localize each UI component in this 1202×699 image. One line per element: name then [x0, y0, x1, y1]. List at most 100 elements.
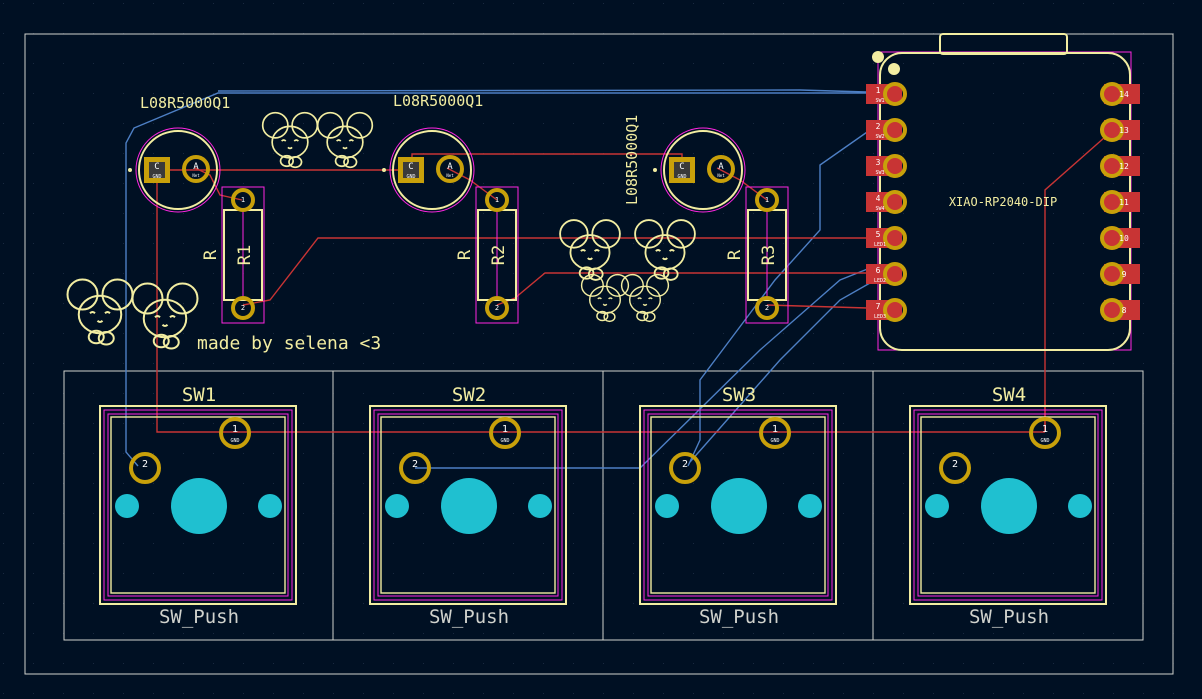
switch-left-hole [385, 494, 409, 518]
mcu-pin-num: 4 [876, 194, 881, 203]
switch-center-hole [441, 478, 497, 534]
switch-pad-1 [1029, 417, 1061, 449]
led-cathode-label: C [679, 162, 684, 172]
mcu-pin-12: 12 [1100, 154, 1140, 178]
mcu-pin-net: SW4 [875, 206, 884, 212]
led-courtyard [660, 127, 746, 213]
mcu-th-pad [883, 262, 907, 286]
switch-pad-1 [219, 417, 251, 449]
switch-right-hole [1068, 494, 1092, 518]
led-outline [138, 130, 218, 210]
led-outline [392, 130, 472, 210]
mcu-pin-num: 8 [1122, 306, 1127, 315]
resistor-pad-2 [231, 296, 255, 320]
mcu-pin1-marker-2 [888, 63, 900, 75]
switch-right-hole [258, 494, 282, 518]
led-ref: L08R5000Q1 [140, 94, 230, 112]
mcu-pin-num: 14 [1119, 90, 1129, 99]
switch-value: SW_Push [159, 606, 239, 628]
resistor-courtyard [475, 186, 519, 324]
led-cathode-label: C [408, 162, 413, 172]
resistor-value: R [201, 249, 221, 260]
resistor-pad-2 [755, 296, 779, 320]
switch-inner-outline [110, 416, 286, 594]
mcu-pin-10: 10 [1100, 226, 1140, 250]
resistor-pad-1-num: 1 [241, 196, 245, 204]
led-anode-label: A [193, 162, 199, 172]
resistor-pad-1-num: 1 [495, 196, 499, 204]
mcu-pin-14: 14 [1100, 82, 1140, 106]
led-cathode-net: GND [406, 174, 415, 180]
mcu-pin-9: 9 [1100, 262, 1140, 286]
mcu-th-pad [883, 298, 907, 322]
mcu-pin-net: SW1 [875, 98, 884, 104]
mcu-th-pad [1100, 82, 1124, 106]
switch-pad-1-net: GND [500, 438, 509, 444]
led-anode-net: Net [717, 173, 725, 178]
led-polarity-dot [382, 168, 386, 172]
switch-pad-2 [939, 452, 971, 484]
switch-pad-1 [759, 417, 791, 449]
led-cathode-net: GND [152, 174, 161, 180]
mcu-usb-connector [939, 33, 1068, 55]
switch-outline [909, 405, 1107, 605]
mcu-right-pins: 14 13 12 11 10 9 8 [1100, 82, 1140, 322]
led-anode-label: A [718, 162, 724, 172]
switch-ref: SW1 [182, 384, 216, 406]
switch-courtyard-inner [107, 413, 289, 597]
back-copper-traces [125, 89, 871, 469]
switch-pad-1-num: 1 [232, 424, 238, 435]
mcu-pin-11: 11 [1100, 190, 1140, 214]
mcu-th-pad [883, 190, 907, 214]
switch-value: SW_Push [699, 606, 779, 628]
mcu-pin-net: SW3 [875, 170, 884, 176]
switch-pad-2-num: 2 [412, 459, 418, 470]
led-courtyard [389, 127, 475, 213]
switch-center-hole [711, 478, 767, 534]
switch-courtyard-inner [647, 413, 829, 597]
resistor-value: R [455, 249, 475, 260]
mcu-th-pad [1100, 226, 1124, 250]
switch-pad-2-num: 2 [682, 459, 688, 470]
switch-left-hole [115, 494, 139, 518]
led-courtyard [135, 127, 221, 213]
mcu-pin-num: 7 [876, 302, 881, 311]
resistor-pad-1 [485, 188, 509, 212]
mcu-pin-num: 10 [1119, 234, 1129, 243]
mcu-th-pad [1100, 262, 1124, 286]
switch-group: 1GND2SW1SW_Push1GND2SW2SW_Push1GND2SW3SW… [99, 384, 1107, 628]
resistor-pad-1 [231, 188, 255, 212]
resistor-ref: R1 [235, 245, 255, 265]
switch-center-hole [981, 478, 1037, 534]
switch-pad-1-net: GND [1040, 438, 1049, 444]
mcu-th-pad [1100, 154, 1124, 178]
mcu-pin-13: 13 [1100, 118, 1140, 142]
switch-courtyard-outer [643, 409, 833, 601]
led-cathode-hole [403, 162, 419, 178]
switch-pad-1-num: 1 [772, 424, 778, 435]
switch-pad-1-num: 1 [502, 424, 508, 435]
switch-value: SW_Push [969, 606, 1049, 628]
mcu-pin-num: 1 [876, 86, 881, 95]
resistor-pad-1-num: 1 [765, 196, 769, 204]
credit-text: made by selena <3 [197, 333, 381, 354]
board-edge [24, 33, 1174, 675]
mcu-th-pad [883, 82, 907, 106]
switch-pad-2-num: 2 [952, 459, 958, 470]
led-anode-label: A [447, 162, 453, 172]
switch-ref: SW4 [992, 384, 1026, 406]
switch-pad-1 [489, 417, 521, 449]
resistor-pad-1 [755, 188, 779, 212]
led-cathode-label: C [154, 162, 159, 172]
switch-courtyard-inner [377, 413, 559, 597]
